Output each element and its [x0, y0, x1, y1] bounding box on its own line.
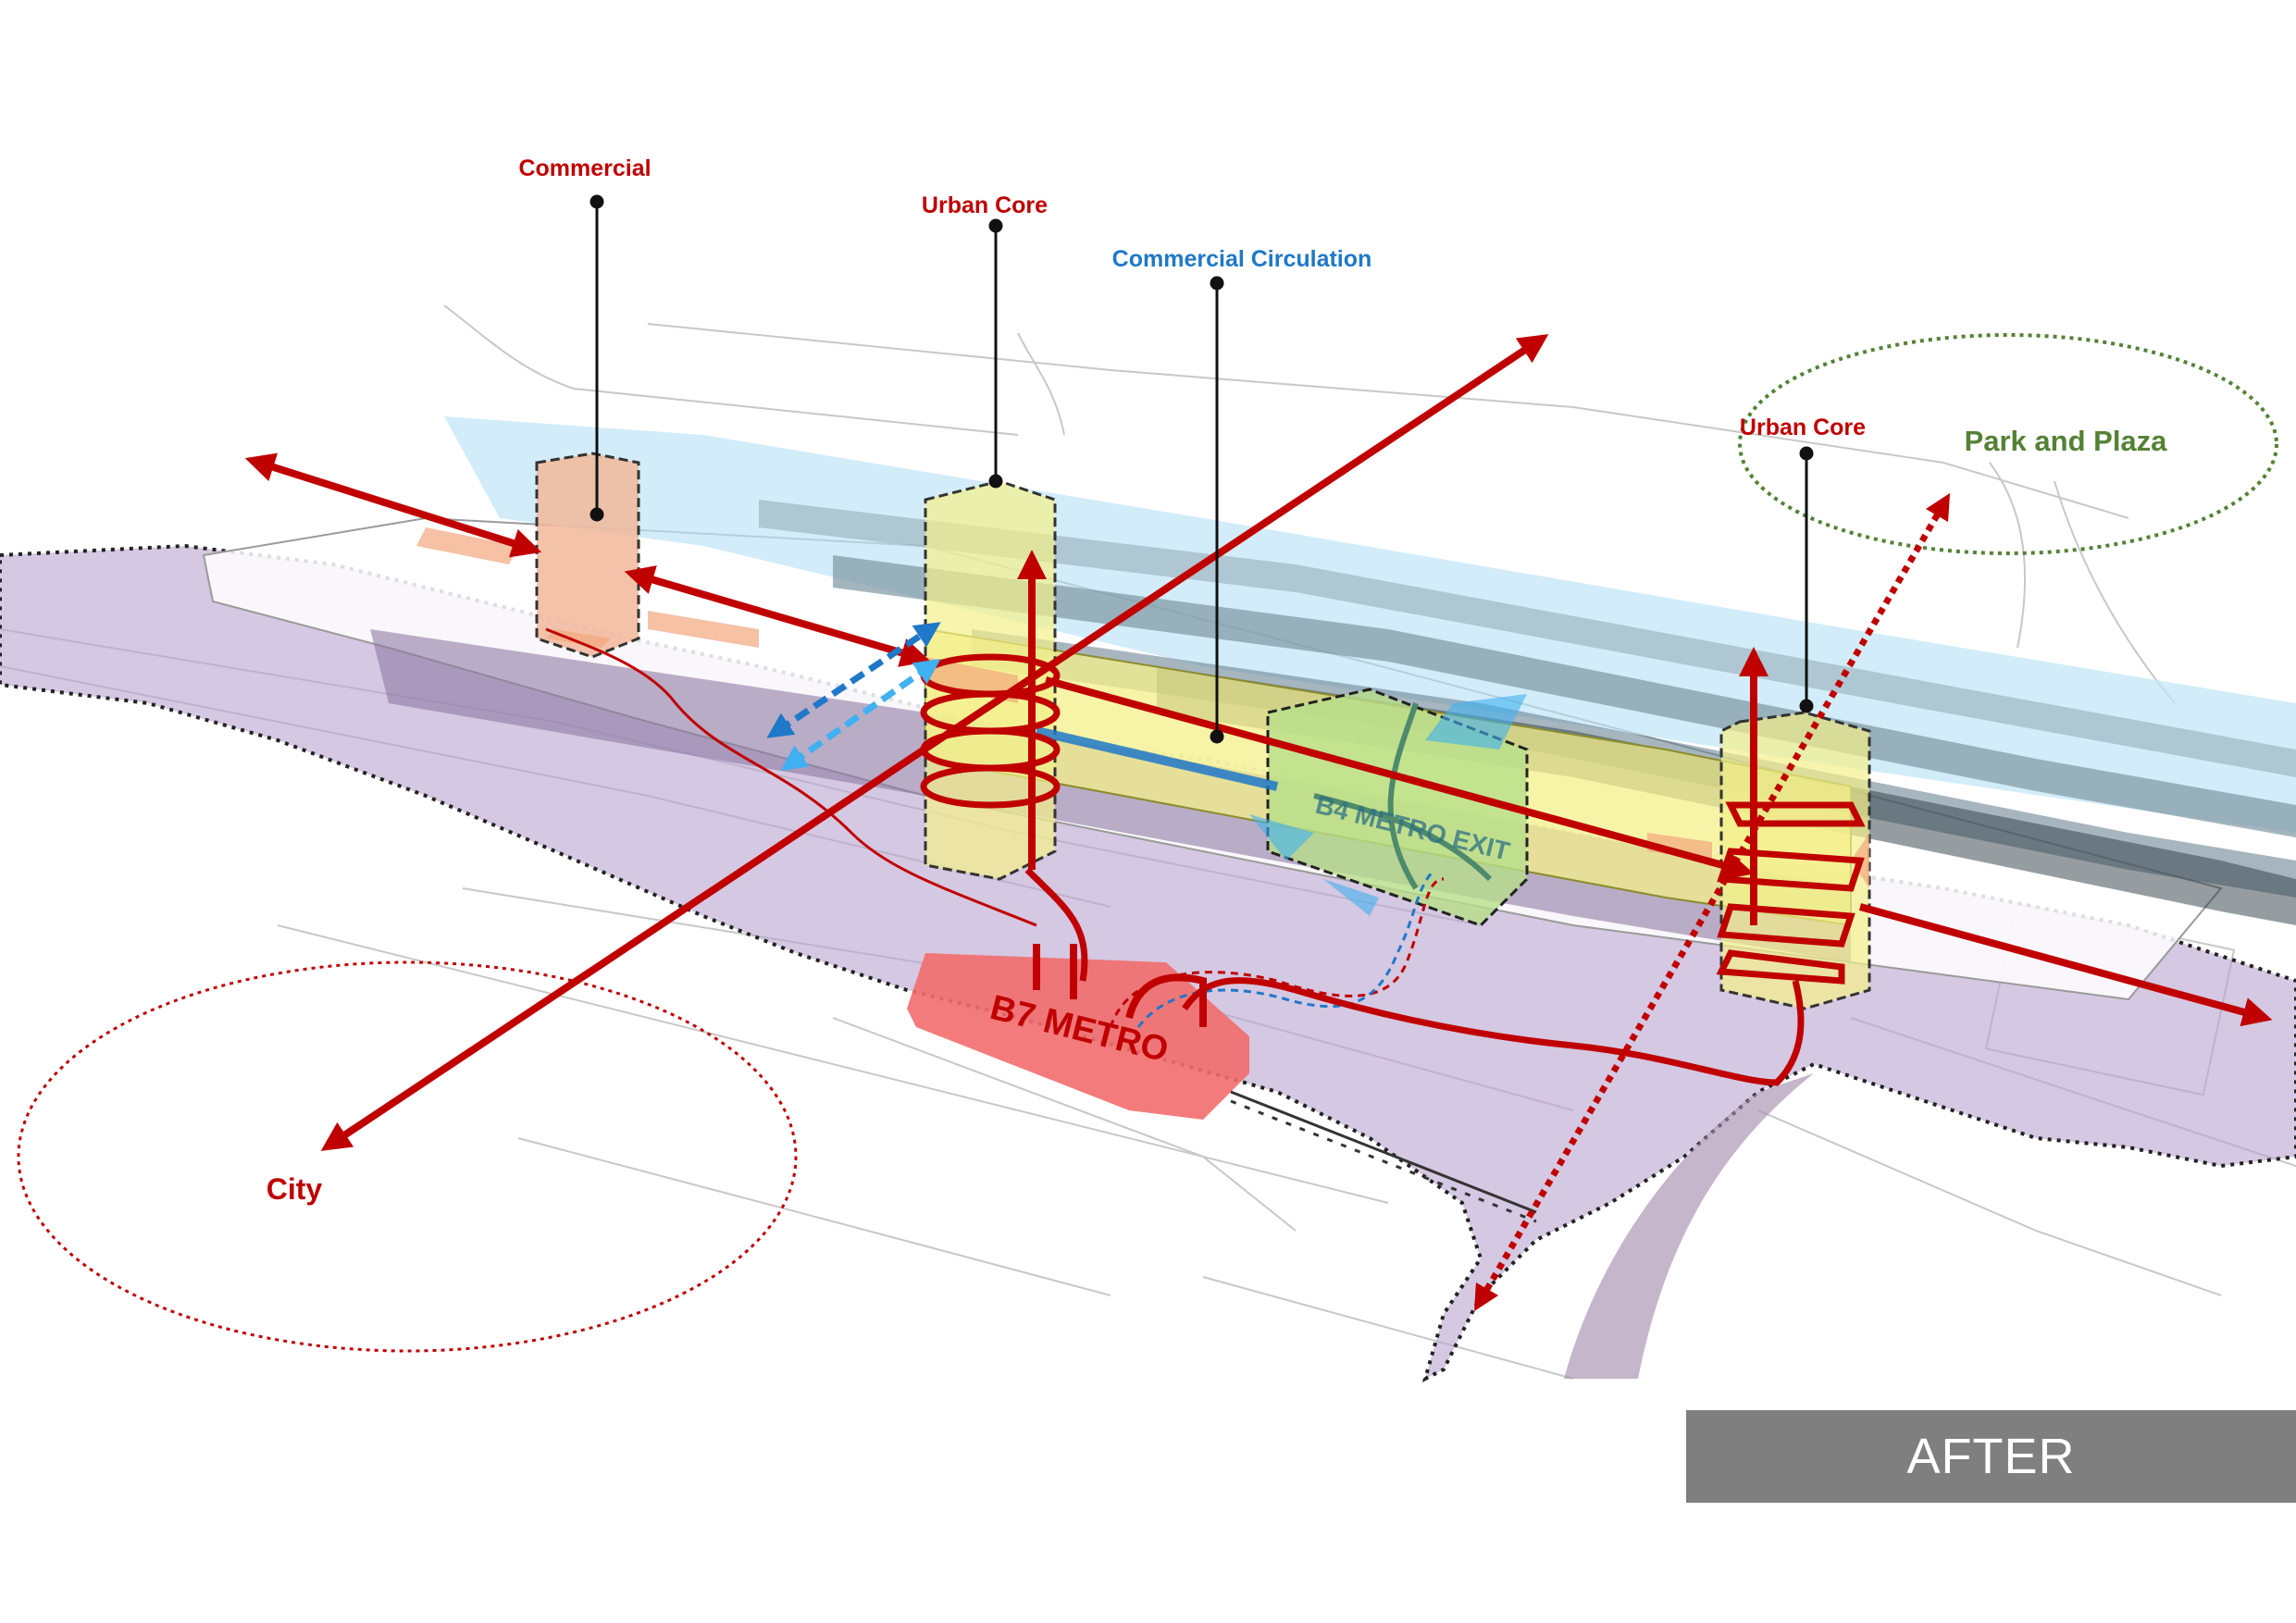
city-zone	[17, 960, 798, 1353]
right-core-helix	[1182, 801, 1866, 1086]
after-badge: AFTER	[1686, 1410, 2296, 1503]
park-axis	[1473, 492, 1951, 1312]
urban-core-left-label: Urban Core	[922, 192, 1048, 218]
commercial-axis	[244, 452, 542, 558]
commercial-label: Commercial	[518, 155, 651, 181]
after-badge-text: AFTER	[1906, 1429, 2076, 1484]
park-and-plaza-label: Park and Plaza	[1965, 425, 2168, 457]
b7-connections	[1033, 944, 1207, 1027]
commercial-circulation-label: Commercial Circulation	[1112, 246, 1372, 272]
park-plaza-zone	[1738, 333, 2278, 555]
commercial-tower	[535, 452, 640, 659]
leader-lines	[590, 194, 1814, 744]
city-label: City	[267, 1172, 323, 1206]
circulation-arrow-light	[780, 658, 941, 772]
urban-core-right-label: Urban Core	[1740, 415, 1866, 440]
